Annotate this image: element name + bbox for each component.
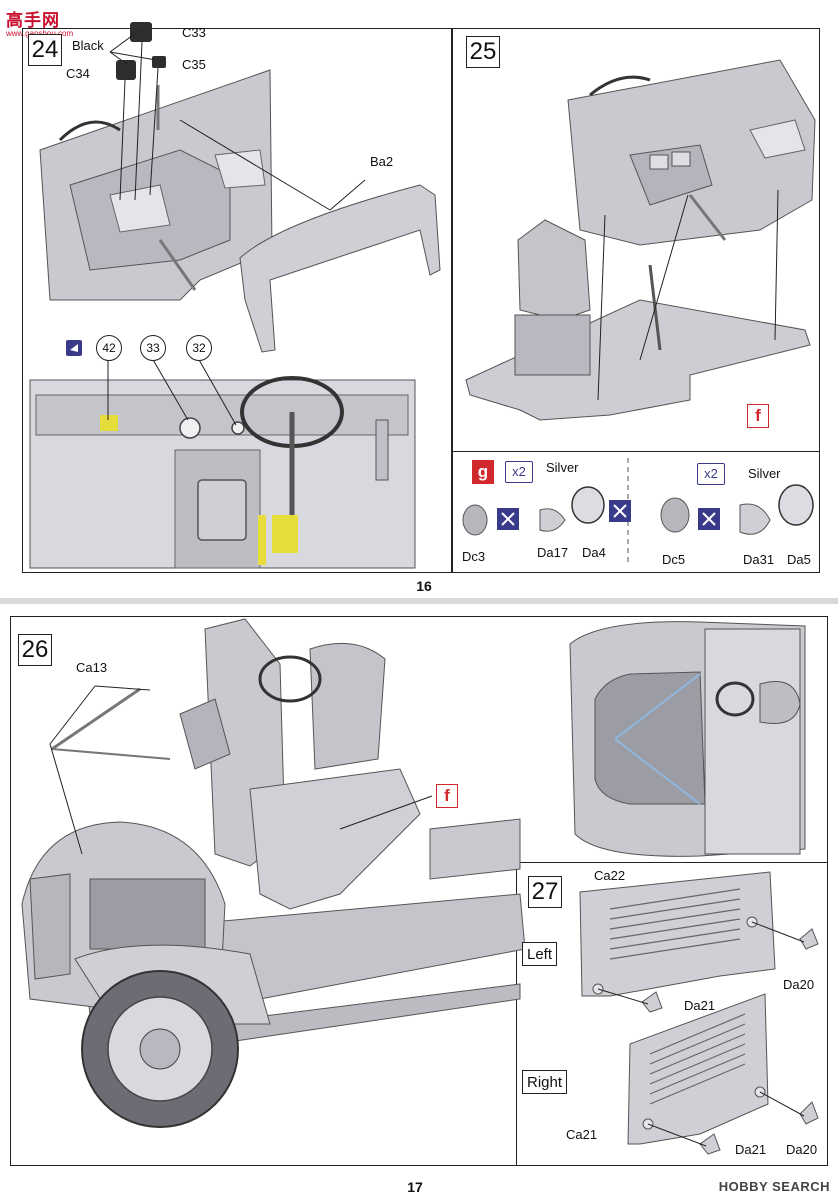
gauge-parts	[116, 22, 166, 80]
decal-32: 32	[186, 335, 212, 361]
instruction-page-17: 26 27	[0, 604, 838, 1200]
part-da31-label: Da31	[743, 552, 775, 567]
part-c33-label: C33	[182, 25, 206, 40]
left-side-panel	[579, 871, 819, 1013]
subassembly-ref-f: f	[747, 404, 769, 428]
page-gutter	[0, 598, 838, 604]
bottom-page-illustrations	[21, 618, 819, 1155]
left-lights-multiplier: x2	[505, 461, 533, 483]
right-silver-label: Silver	[748, 466, 781, 481]
left-side-label: Left	[522, 942, 558, 966]
step-26-number: 26	[18, 634, 52, 666]
cab-interior-assembly	[465, 59, 816, 421]
step-24-panel	[22, 28, 452, 573]
subassembly-ref-g: g	[472, 460, 494, 484]
part-dc5-label: Dc5	[662, 552, 686, 567]
part-c35-label: C35	[182, 57, 206, 72]
chassis-assembly	[21, 618, 526, 1128]
part-da5-label: Da5	[787, 552, 811, 567]
decal-33: 33	[140, 335, 166, 361]
decal-42: 42	[96, 335, 122, 361]
step-27-panel	[516, 862, 828, 1166]
left-silver-label: Silver	[546, 460, 579, 475]
part-da17-label: Da17	[537, 545, 569, 560]
left-part-da20-label: Da20	[783, 977, 815, 992]
part-ba2-label: Ba2	[370, 154, 394, 169]
part-da4-label: Da4	[582, 545, 606, 560]
right-side-panel	[627, 993, 819, 1155]
logo-url: www.gaoshou.com	[6, 29, 73, 38]
top-page-illustrations	[29, 22, 816, 569]
site-logo[interactable]: 高手网 www.gaoshou.com	[6, 6, 73, 38]
part-ca13-label: Ca13	[76, 660, 108, 675]
step-24-number: 24	[28, 34, 62, 66]
logo-text: 高手网	[6, 11, 60, 30]
cockpit-detail	[29, 376, 416, 569]
right-side-label: Right	[522, 1070, 568, 1094]
step-25-number: 25	[466, 36, 500, 68]
dashboard-assembly	[39, 69, 273, 301]
decal-icon	[66, 340, 82, 356]
engine-topdown-inset	[569, 621, 806, 857]
step-27-number: 27	[528, 876, 562, 908]
headlight-right-parts	[660, 484, 814, 535]
page-number-17: 17	[407, 1179, 423, 1195]
right-part-ca21-label: Ca21	[566, 1127, 598, 1142]
left-part-da21-label: Da21	[684, 998, 716, 1013]
hobby-search-watermark: HOBBY SEARCH	[718, 1179, 830, 1194]
ba2-panel	[239, 184, 441, 353]
part-dc3-label: Dc3	[462, 549, 486, 564]
step26-ref-f: f	[436, 784, 458, 808]
part-c34-label: C34	[66, 66, 90, 81]
part-ca22-label: Ca22	[594, 868, 626, 883]
subassembly-panel	[452, 451, 820, 573]
headlight-left-parts	[462, 486, 631, 536]
right-lights-multiplier: x2	[697, 463, 725, 485]
black-paint-label: Black	[72, 38, 104, 53]
right-part-da21-label: Da21	[735, 1142, 767, 1157]
right-part-da20-label: Da20	[786, 1142, 818, 1157]
instruction-page-16: 高手网 www.gaoshou.com 24 25	[0, 0, 838, 598]
page-number-16: 16	[416, 578, 432, 594]
